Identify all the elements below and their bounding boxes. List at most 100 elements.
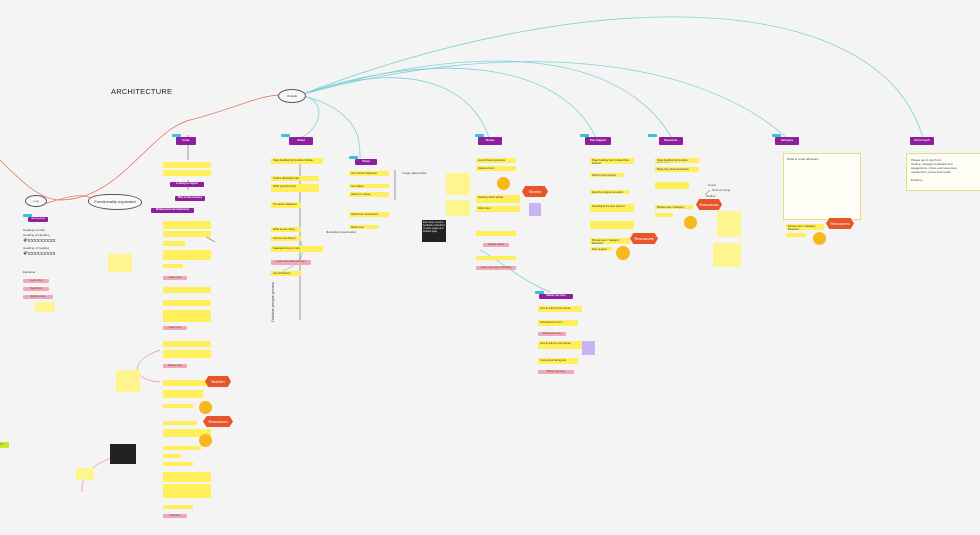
vision-sticky: Our values [349,184,389,188]
side-note [108,254,132,272]
lilac-card [529,203,541,216]
section-header-peer-support: Peer Support [585,137,611,145]
vision-header: Vision [355,159,377,165]
home-pink-button[interactable]: Subscribe [163,514,187,518]
legend-line: #xxxxxxxxx [23,238,56,244]
legend-pink-button[interactable]: Explore more [23,295,53,299]
peer-resources-hexagon: Resources [630,233,658,244]
about-sticky: What you'll find here [271,184,319,192]
legend-header-label: Get Pop Link [31,218,45,220]
home-sticky [163,505,193,509]
side-note [76,468,94,480]
stories-sticky [476,231,516,236]
home-pink-button[interactable]: Learn more [163,276,187,280]
stories-hexagon: Stories [522,186,548,197]
advocacy-hexagon: Resources [826,218,854,229]
about-sticky: List of Partners [271,271,301,276]
small-oval-label: Log [33,199,39,203]
stories-black-note: Each story needs a feedback embedded on … [422,220,446,242]
legend-line: Heading of heading [23,246,50,250]
black-note [110,444,136,464]
home-sticky [163,341,211,347]
home-resources-hex-label: Resources [208,419,228,424]
peer-yellow-label: Browse peer / Category Resource [590,238,630,244]
about-sticky: Outline description text [271,176,319,181]
home-sticky [163,390,203,398]
section-header-get-in-touch: Get in touch [910,137,934,145]
stories-pink-button[interactable]: Learn more about submitting [476,266,516,270]
home-sticky [163,221,211,229]
legend-pink-button[interactable]: Read more [23,287,49,291]
home-help-label: Want to help someone [177,197,203,199]
about-photos-label: Outside people photos [270,281,275,322]
home-sticky [163,484,211,498]
peer-sticky: Developing the peer support [590,204,634,212]
bulletin-label: Bulletin [211,379,225,384]
home-sticky [163,264,183,268]
teal-tag [580,134,589,137]
advocacy-hex-label: Resources [830,221,850,226]
teal-tag [281,134,290,137]
vision-header-label: Vision [362,160,370,163]
about-sticky: What we are doing [271,227,301,232]
submit-header-label: Submit your story [546,295,566,297]
home-peer-text: Partial peer/Lived involvement [155,209,190,211]
submit-pink-button[interactable]: Submit your story [538,370,574,374]
submit-header: Submit your story [539,294,573,299]
section-resources-label: Resources [664,139,678,142]
gold-circle [199,434,212,447]
vision-image-label: Image placeholder [402,171,427,175]
green-marker-label: 1.2 [0,443,4,446]
section-advocacy-label: Advocacy [780,139,794,142]
legend-pink-button[interactable]: Learn more [23,279,49,283]
resources-label: Outline [706,194,716,198]
lilac-card [582,341,595,355]
legend-line: Heading number [23,228,46,232]
home-help-button[interactable]: Want to help someone [175,196,205,201]
home-pink-button[interactable]: Explore more [163,364,187,368]
home-sticky [163,300,211,306]
home-peer-label: Partial peer/Lived involvement [151,208,194,213]
hub-oval: Outside [278,89,306,103]
bulletin-hexagon: Bulletin [205,376,231,387]
cloud-label: Functionality expanded [94,199,136,204]
resources-sticky: Body copy about accessing [655,167,699,172]
submit-sticky: Submitted text form [538,320,578,326]
stories-note [446,200,470,216]
resources-sticky [655,182,689,189]
gold-circle [616,246,630,260]
home-pink-button[interactable]: Learn more [163,326,187,330]
vision-pink[interactable]: Read more [349,225,379,229]
peer-sticky: What is peer support [590,173,624,177]
stories-sticky: Line of lived experience [476,158,516,163]
advocacy-sticky [786,233,806,237]
home-sticky [163,472,211,482]
home-sticky [163,162,211,168]
home-sticky [163,170,211,176]
section-about-label: About [297,139,305,142]
home-support-button[interactable]: Looking for support [170,182,204,187]
section-contact-label: Get in touch [914,139,930,142]
vision-sticky: Our mission statement [349,171,389,176]
about-sticky: The about statement [271,202,301,208]
gold-circle [684,216,697,229]
peer-hex-label: Resources [634,236,654,241]
resources-yellow-label: Browse peer / Category Resource [655,205,693,209]
submit-pink-button[interactable]: Submit your story [538,332,566,336]
section-stories-label: Stories [485,139,495,142]
section-header-advocacy: Advocacy [775,137,799,145]
peer-sticky [590,221,634,229]
home-support-label: Looking for support [176,183,198,185]
legend-header: Get Pop Link [28,217,48,222]
home-sticky [163,287,211,293]
about-pink-button[interactable]: Learn more about the team [271,260,311,265]
section-header-home: Home [176,137,196,145]
gold-circle [497,177,510,190]
stories-note [446,173,470,195]
contact-line: suggestions, crises and resources, [911,166,958,170]
gold-circle [199,401,212,414]
stories-pink-button[interactable]: Explore stories [483,243,509,247]
small-oval: Log [25,195,47,207]
about-sticky: Statement lines of copy [271,246,323,252]
